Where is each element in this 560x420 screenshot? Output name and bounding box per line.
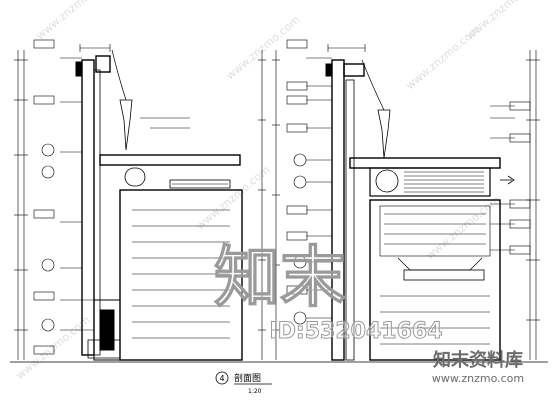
view-title: 4 剖面图 1:20 [215, 371, 272, 395]
brand-watermark-text: 知末 [214, 239, 346, 316]
view-number: 4 [219, 374, 224, 383]
right-annotation-tags [286, 39, 531, 325]
brand-watermark: 知末 ID:532041664 [213, 238, 443, 344]
tiled-watermark-text: www.znzmo.com [14, 313, 93, 382]
view-title-text: 剖面图 [234, 372, 261, 384]
footer-logo-title: 知末资料库 [433, 349, 523, 371]
tiled-watermark-text: www.znzmo.com [224, 13, 303, 82]
tiled-watermark-text: www.znzmo.com [464, 0, 543, 42]
footer-logo: 知末资料库 www.znzmo.com [432, 349, 524, 385]
tiled-watermark-text: www.znzmo.com [34, 0, 113, 42]
view-number-circle [215, 371, 229, 385]
view-scale: 1:20 [248, 388, 262, 395]
watermark-id: ID:532041664 [269, 319, 442, 344]
left-annotation-tags [33, 39, 55, 355]
left-section [14, 44, 266, 361]
tiled-watermark-text: www.znzmo.com [424, 193, 503, 262]
tiled-watermark-text: www.znzmo.com [194, 163, 273, 232]
footer-logo-url: www.znzmo.com [432, 372, 524, 385]
right-section [272, 44, 540, 361]
